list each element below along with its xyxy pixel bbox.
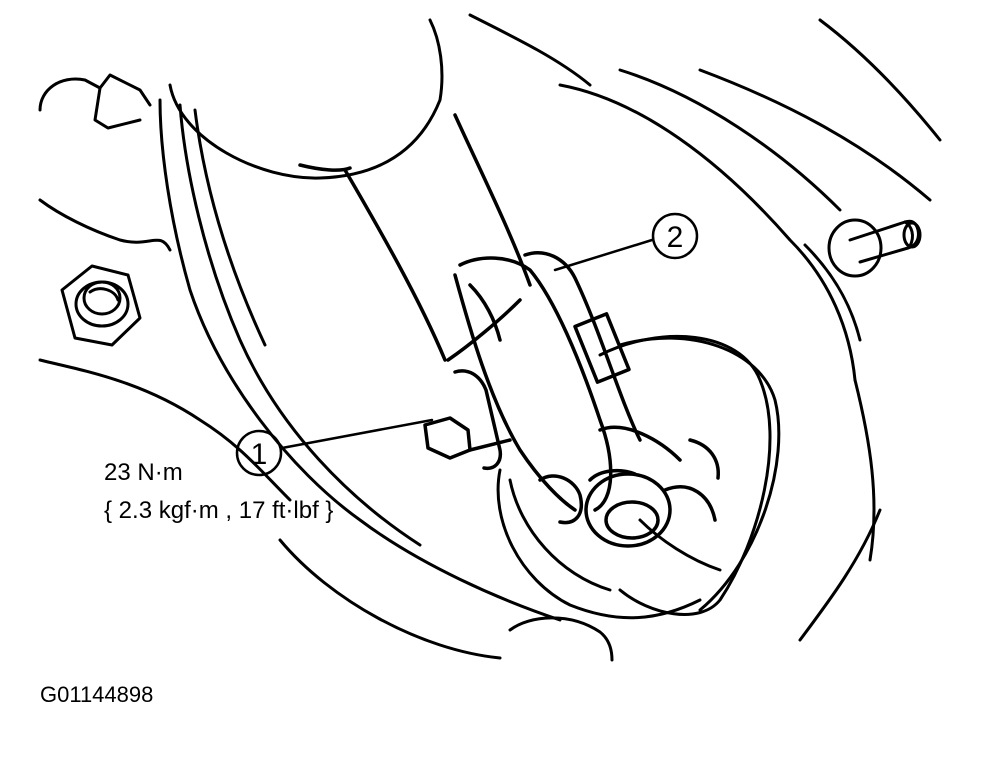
callout-2-number: 2 [667,221,684,254]
shift-clip [453,251,682,512]
callout-2-circle [651,212,699,260]
stud-right [827,218,922,278]
figure-id: G01144898 [40,682,153,707]
upper-casting [168,13,942,562]
leader-lines [280,238,654,450]
eye-bushing [584,438,720,548]
torque-spec-metric: 23 N·m [104,459,183,486]
boot-cavity [496,334,781,620]
hex-bolt-left [60,264,142,347]
torque-spec-alt-units: { 2.3 kgf·m , 17 ft·lbf } [104,497,333,524]
leader-line-1 [280,418,434,450]
leader-line-2 [553,238,654,272]
callout-1-number: 1 [251,438,268,471]
lock-bolt [423,369,583,525]
callout-1-circle [235,429,283,477]
